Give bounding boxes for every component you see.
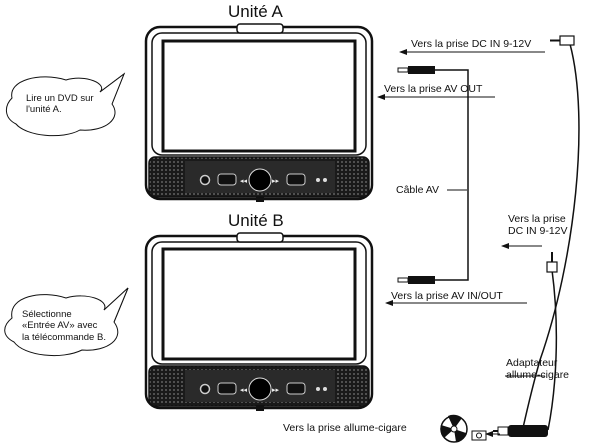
label-dc-in-unit-a: Vers la prise DC IN 9-12V — [411, 38, 532, 50]
power-cable-unit-b — [546, 252, 558, 431]
bubble-a-line-2: l'unité A. — [26, 104, 62, 116]
bubble-b-line-1: Sélectionne — [22, 309, 72, 320]
label-av-in-out: Vers la prise AV IN/OUT — [391, 290, 503, 302]
bubble-a-text: Lire un DVD sur l'unité A. — [26, 93, 94, 116]
power-cable-unit-a — [521, 35, 580, 433]
label-cigarette-socket: Vers la prise allume-cigare — [283, 422, 407, 434]
svg-text:◂◂: ◂◂ — [240, 177, 248, 185]
unit-b-title: Unité B — [228, 211, 284, 230]
av-cable — [397, 66, 469, 284]
leader-arrows — [377, 49, 545, 437]
label-cable-av: Câble AV — [396, 184, 439, 196]
bubble-a-line-1: Lire un DVD sur — [26, 93, 94, 104]
label-av-out: Vers la prise AV OUT — [384, 83, 483, 95]
label-adapter-line-1: Adaptateur — [506, 357, 558, 369]
label-dc-in-b-line-2: DC IN 9-12V — [508, 225, 568, 238]
unit-a-title: Unité A — [228, 2, 283, 21]
cigarette-lighter-adapter — [493, 425, 548, 437]
svg-text:▸▸: ▸▸ — [272, 177, 280, 185]
label-dc-in-unit-b: Vers la prise DC IN 9-12V — [508, 213, 568, 237]
bubble-b-line-2: «Entrée AV» avec — [22, 320, 98, 332]
svg-text:◂◂: ◂◂ — [240, 386, 248, 394]
dvd-player-unit-b: ◂◂ ▸▸ — [144, 232, 374, 411]
cigarette-socket-icon — [440, 414, 487, 443]
label-adapter-line-2: allume-cigare — [506, 369, 570, 382]
label-adapter: Adaptateur allume-cigare — [506, 357, 569, 381]
svg-text:▸▸: ▸▸ — [272, 386, 280, 394]
bubble-b-text: Sélectionne «Entrée AV» avec la télécomm… — [22, 309, 106, 343]
label-dc-in-b-line-1: Vers la prise — [508, 213, 566, 225]
dvd-player-unit-a: ◂◂ ▸▸ — [144, 23, 374, 202]
bubble-b-line-3: la télécommande B. — [22, 331, 106, 343]
bubble-unit-b — [4, 287, 129, 356]
bubble-unit-a — [6, 72, 126, 137]
